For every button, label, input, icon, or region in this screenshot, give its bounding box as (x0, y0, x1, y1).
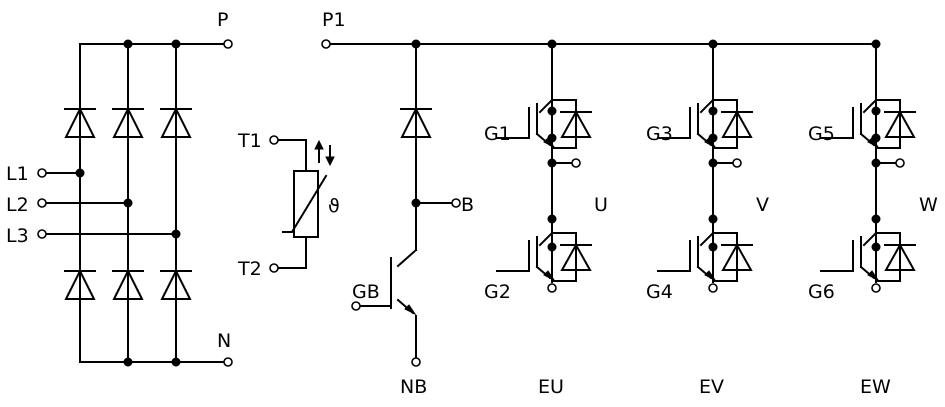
label-t2: T2 (237, 258, 262, 280)
label-g1: G1 (484, 123, 511, 145)
label-l2: L2 (6, 194, 29, 216)
label-w: W (919, 194, 938, 216)
label-b: B (461, 194, 474, 216)
label-ew: EW (860, 376, 891, 398)
label-l3: L3 (6, 225, 29, 247)
terminal-l2 (37, 198, 47, 208)
terminal-l3 (37, 229, 47, 239)
thermistor (269, 135, 335, 273)
label-u: U (594, 194, 608, 216)
inverter-leg-u (497, 40, 591, 293)
label-p: P (217, 9, 228, 31)
brake-chopper (351, 43, 461, 367)
label-g2: G2 (484, 281, 511, 303)
terminal-p (223, 39, 233, 49)
dc-bus-p1 (321, 39, 877, 49)
inverter-leg-w (821, 40, 915, 293)
label-g3: G3 (646, 123, 673, 145)
label-gb: GB (352, 281, 380, 303)
terminal-l1 (37, 168, 47, 178)
label-l1: L1 (6, 163, 29, 185)
rectifier-bridge (37, 39, 233, 367)
label-nb: NB (400, 376, 427, 398)
label-g5: G5 (808, 123, 835, 145)
label-ev: EV (699, 376, 724, 398)
label-n: N (217, 330, 231, 352)
label-p1: P1 (322, 9, 346, 31)
label-theta: ϑ (328, 195, 340, 217)
label-g4: G4 (646, 281, 673, 303)
label-eu: EU (538, 376, 564, 398)
label-t1: T1 (237, 130, 262, 152)
inverter-leg-v (658, 40, 752, 293)
label-g6: G6 (808, 281, 835, 303)
label-v: V (756, 194, 769, 216)
terminal-n (223, 357, 233, 367)
